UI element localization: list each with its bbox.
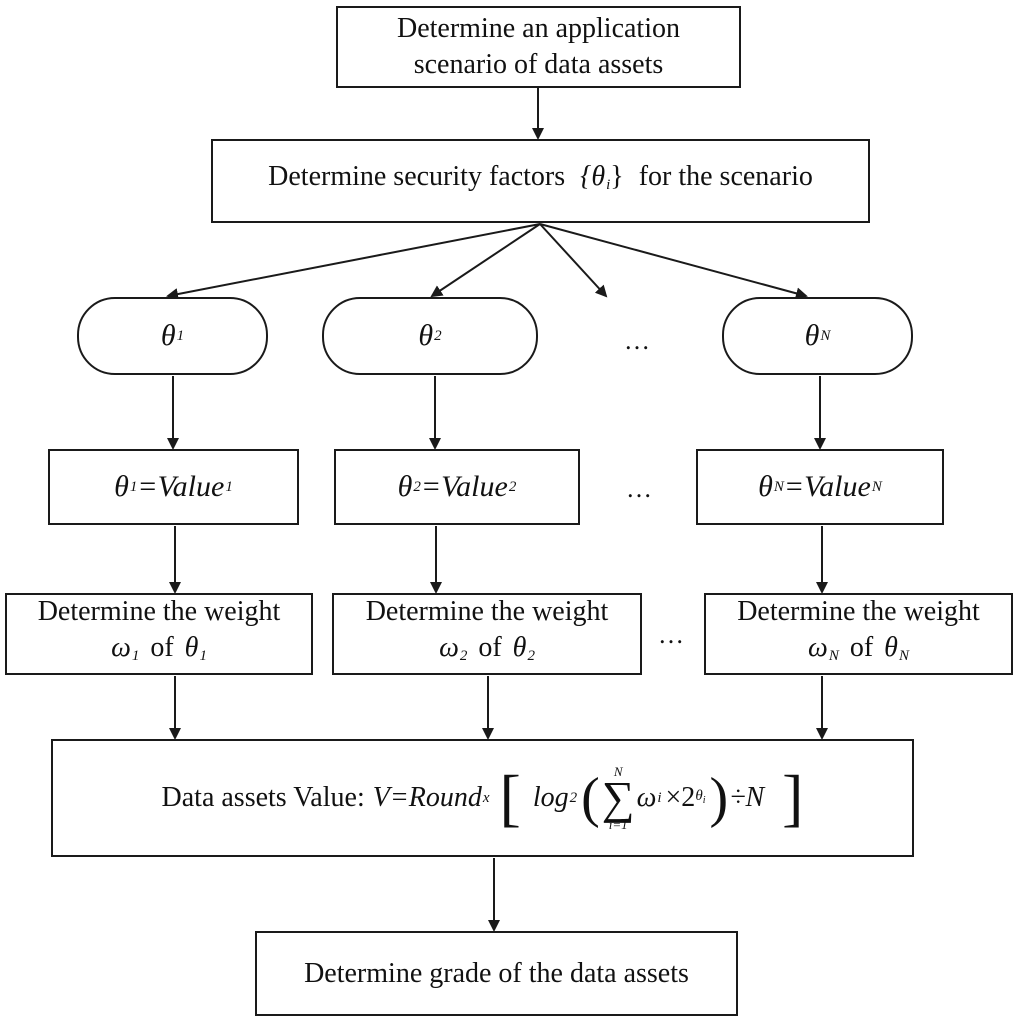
theta-2-symbol: θ [418, 319, 434, 352]
factors-post-text: for the scenario [638, 161, 813, 192]
theta-1-subscript: 1 [176, 328, 185, 344]
weight-1-line1: Determine the weight [37, 596, 281, 627]
arrow-factors-to-theta2 [430, 223, 541, 298]
factors-set-symbol: {θi} [580, 161, 624, 193]
node-grade-label: Determine grade of the data assets [304, 957, 689, 989]
node-weight-n: Determine the weight ωN of θN [704, 593, 1013, 675]
weight-1-line2: ω1 of θ1 [111, 632, 207, 664]
arrow-factors-to-theta1 [166, 223, 541, 300]
formula-term: ω [636, 782, 657, 813]
factors-pre-text: Determine security factors [268, 161, 566, 192]
ellipsis-row-value: … [626, 474, 652, 503]
formula-label: Data assets Value: [161, 782, 365, 813]
value-n-equation: =Value [783, 470, 871, 503]
theta-n-symbol: θ [804, 319, 820, 352]
weight-n-line2: ωN of θN [808, 632, 909, 664]
arrow-factors-to-more [539, 223, 608, 298]
ellipsis-row-theta: … [624, 326, 650, 355]
weight-2-line2: ω2 of θ2 [439, 632, 535, 664]
ellipsis-row-weight: … [658, 620, 684, 649]
node-application-scenario: Determine an application scenario of dat… [336, 6, 741, 88]
theta-n-subscript: N [820, 328, 831, 344]
weight-n-line1: Determine the weight [737, 596, 980, 627]
formula-lhs: V=Round [372, 782, 482, 813]
node-weight-2: Determine the weight ω2 of θ2 [332, 593, 642, 675]
formula-times: ×2 [665, 782, 696, 813]
node-weight-1: Determine the weight ω1 of θ1 [5, 593, 313, 675]
formula-open-bracket: [ [499, 762, 521, 833]
formula-sum: N ∑ i=1 [601, 764, 635, 832]
formula-close-paren: ) [709, 767, 729, 829]
formula-exponent: θi [695, 787, 706, 806]
theta-1-symbol: θ [160, 319, 176, 352]
node-application-scenario-label: Determine an application scenario of dat… [397, 13, 680, 80]
value-1-equation: =Value [137, 470, 225, 503]
theta-2-subscript: 2 [434, 328, 442, 344]
formula-open-paren: ( [581, 767, 600, 829]
value-2-equation: =Value [420, 470, 508, 503]
arrow-factors-to-thetaN [539, 223, 808, 300]
node-security-factors-label: Determine security factors {θi} for the … [268, 159, 813, 203]
formula-tail: ÷N [730, 782, 765, 813]
formula-close-bracket: ] [782, 762, 804, 833]
node-grade: Determine grade of the data assets [255, 931, 738, 1016]
formula-log: log [532, 782, 569, 813]
node-security-factors: Determine security factors {θi} for the … [211, 139, 870, 223]
weight-2-line1: Determine the weight [365, 596, 609, 627]
